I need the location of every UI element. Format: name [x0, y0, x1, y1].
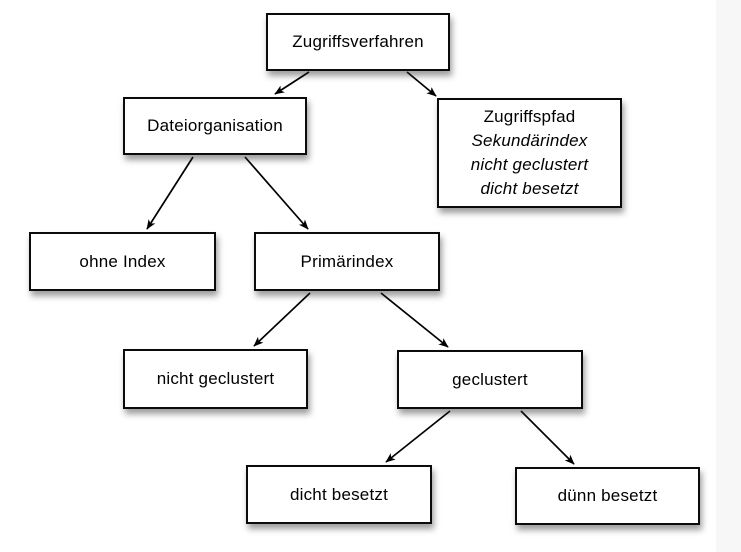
edge-zugriffsverfahren-zugriffspfad	[406, 71, 437, 97]
node-zugriffspfad: Zugriffspfad Sekundärindex nicht geclust…	[437, 98, 622, 208]
node-dateiorganisation: Dateiorganisation	[123, 97, 307, 155]
node-duenn-besetzt: dünn besetzt	[515, 467, 700, 525]
node-label: dünn besetzt	[557, 486, 658, 505]
edge-primaerindex-nicht-geclustert	[253, 292, 311, 347]
node-label-line-4: dicht besetzt	[480, 179, 579, 198]
node-label: Dateiorganisation	[147, 116, 283, 135]
edge-primaerindex-geclustert	[380, 292, 449, 348]
node-label: Primärindex	[300, 251, 394, 271]
node-label: dicht besetzt	[289, 484, 389, 504]
node-label: geclustert	[452, 369, 528, 389]
edge-geclustert-dicht-besetzt	[385, 410, 451, 463]
node-primaerindex: Primärindex	[254, 232, 440, 291]
node-label: nicht geclustert	[156, 369, 275, 388]
node-dicht-besetzt: dicht besetzt	[246, 465, 432, 524]
node-label-line-2: Sekundärindex	[471, 131, 588, 150]
right-edge-strip	[716, 0, 741, 552]
node-label: Zugriffsverfahren	[292, 32, 424, 51]
edge-geclustert-duenn-besetzt	[520, 410, 575, 465]
node-zugriffsverfahren: Zugriffsverfahren	[266, 13, 450, 71]
node-label-line-1: Zugriffspfad	[483, 107, 576, 126]
node-nicht-geclustert: nicht geclustert	[123, 349, 308, 409]
edge-zugriffsverfahren-dateiorganisation	[274, 71, 310, 95]
node-label: ohne Index	[79, 251, 166, 271]
node-label-line-3: nicht geclustert	[470, 155, 589, 174]
node-geclustert: geclustert	[397, 350, 583, 409]
edge-dateiorganisation-ohne-index	[146, 156, 194, 230]
edge-dateiorganisation-primaerindex	[244, 156, 309, 230]
node-ohne-index: ohne Index	[29, 232, 216, 291]
